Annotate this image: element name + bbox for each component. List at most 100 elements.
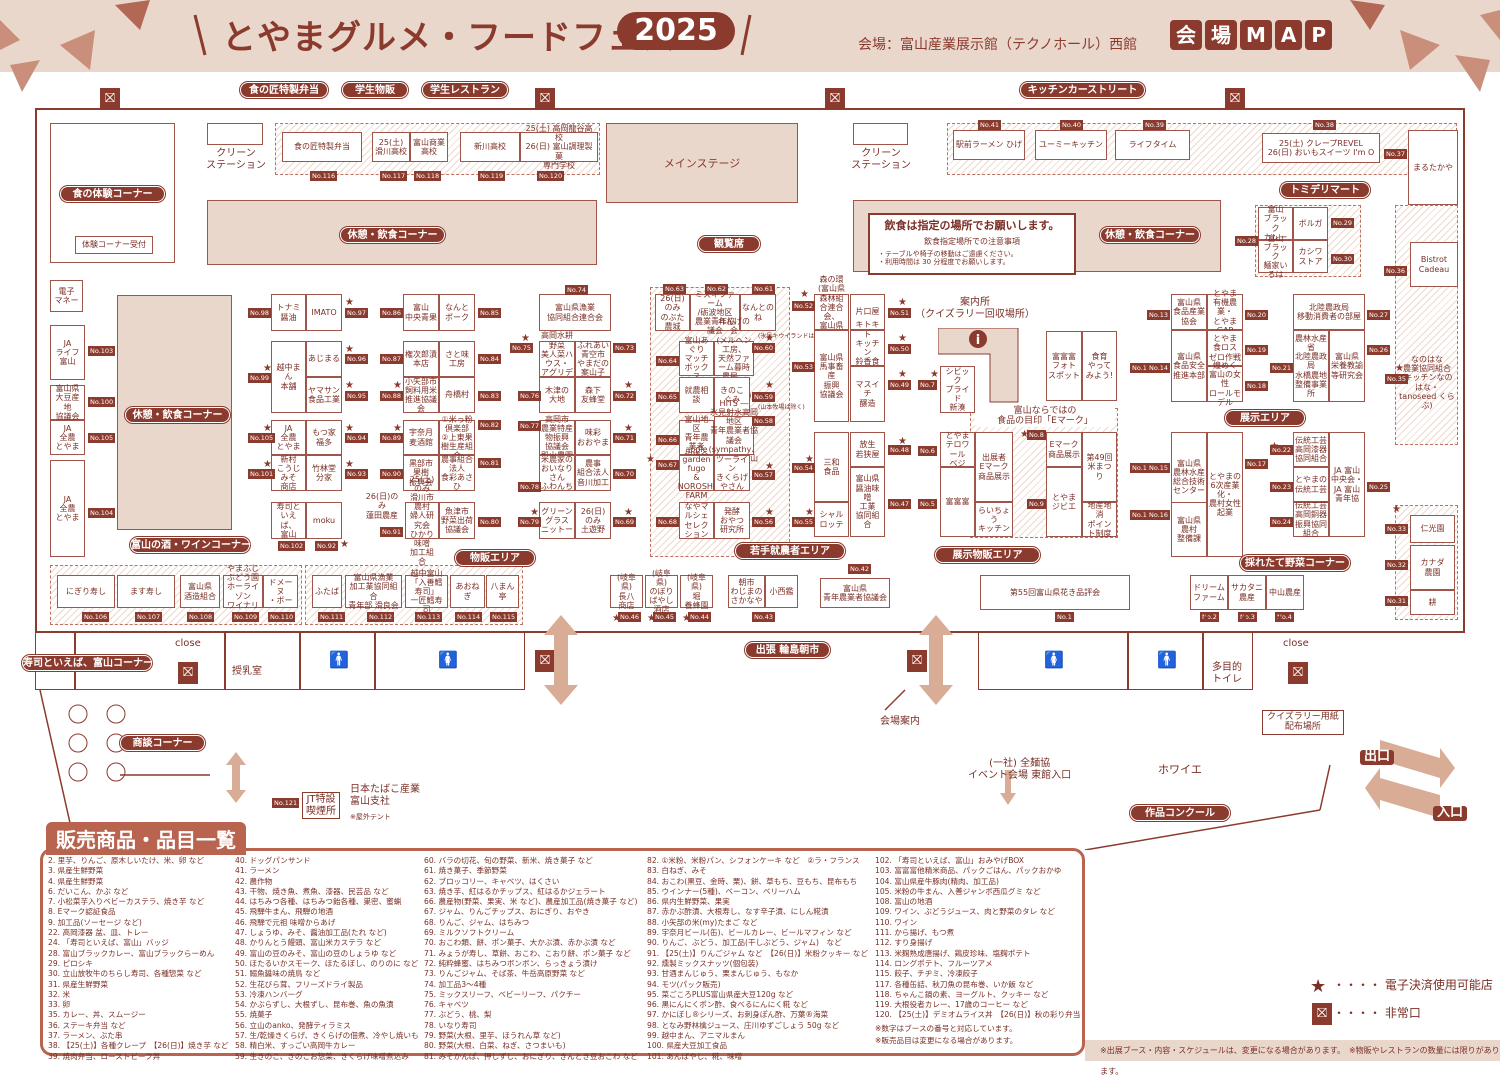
booth-37[interactable]: まるたかや — [1408, 130, 1458, 205]
booth-12a[interactable]: 富富富 フォト スポット — [1046, 331, 1082, 401]
booth-21[interactable]: 農林水産省 北陸農政局 水橋農地 整備事業所 — [1293, 330, 1329, 402]
booth-103[interactable]: JA ライフ 富山 — [50, 325, 85, 380]
booth-57[interactable]: ツーライン きくらげ やさん — [714, 454, 750, 492]
booth-105L[interactable]: JA 全農 とやま — [50, 420, 85, 455]
booth-5[interactable]: 富富富 — [940, 467, 975, 537]
booth-45[interactable]: (岐阜県) のぼり ばやし 酒店 — [645, 569, 678, 614]
booth-52[interactable]: 森の環 (富山県森林組合連合会、 富山県森林研究所) — [814, 275, 849, 349]
booth-80[interactable]: 魚津市 野菜出荷 協議会 — [439, 502, 475, 539]
booth-43a[interactable]: 朝市 わじまの さかなや — [728, 575, 765, 608]
booth-85[interactable]: なんと ポーク — [439, 294, 475, 331]
booth-4[interactable]: 中山農産 — [1266, 575, 1304, 610]
booth-7[interactable]: シビック プライド 新湊 — [940, 366, 975, 413]
booth-62[interactable]: ミズキファーム /砺波地区 農業青年協議会 — [690, 290, 740, 335]
booth-112[interactable]: 富山県漁業 加工業協同組合 青年部 滑良会 — [345, 573, 402, 610]
booth-23[interactable]: とやまの 伝統工芸 — [1293, 467, 1329, 502]
booth-24[interactable]: 伝統工芸 高岡銅器 振興協同組合 — [1293, 501, 1329, 538]
booth-41[interactable]: 駅前ラーメン ひげ — [953, 130, 1025, 160]
booth-40[interactable]: ユーミーキッチン — [1035, 130, 1107, 160]
booth-11[interactable]: 第49回 米まつり — [1082, 432, 1117, 502]
booth-87[interactable]: 権次郎漬 本店 — [403, 341, 439, 377]
booth-2[interactable]: ドリーム ファーム — [1190, 575, 1228, 610]
booth-44[interactable]: (岐阜県) 堀 養蜂園 — [680, 573, 713, 610]
booth-99[interactable]: 越中まん 本舗 — [271, 341, 306, 413]
booth-89[interactable]: 宇奈月 麦酒館 — [403, 420, 439, 455]
booth-42[interactable]: 富山県 青年農業者協議会 — [820, 578, 890, 608]
booth-36[interactable]: Bistrot Cadeau — [1410, 242, 1458, 287]
booth-63[interactable]: 26(日)のみ のぶた農城 — [655, 294, 690, 331]
booth-96[interactable]: あじまる — [306, 341, 342, 377]
booth-92[interactable]: moku — [306, 502, 342, 539]
booth-91[interactable]: 25(土)のみ 滑川市農村 婦人研究会 ひかり味噌 加工組合 — [405, 475, 439, 566]
booth-49[interactable]: マスイチ 醸造 — [850, 366, 885, 422]
booth-91a[interactable]: 26(日)のみ 蓮田農産 — [365, 492, 399, 520]
booth-17[interactable]: とやまの 6次産業化・ 農村女性起業 — [1207, 432, 1243, 557]
booth-109[interactable]: やまふじ ぶどう園 ホーライゾン ワイナリー — [223, 564, 263, 619]
booth-84[interactable]: さと味 工房 — [439, 341, 475, 377]
booth-1[interactable]: 第55回富山県花き品評会 — [980, 575, 1130, 610]
booth-48[interactable]: 放生 若狭屋 — [850, 432, 885, 467]
booth-16[interactable]: 富山県 農村 整備課 — [1171, 502, 1207, 557]
booth-117[interactable]: 25(土) 滑川高校 — [372, 132, 410, 162]
booth-46[interactable]: (岐阜県) 長八 商店 — [610, 573, 643, 610]
booth-73[interactable]: ふれあい 青空市 やまだの案山子 — [575, 340, 611, 378]
booth-94[interactable]: もつ家 福多 — [306, 420, 342, 455]
booth-118[interactable]: 富山商業 高校 — [410, 132, 448, 162]
booth-9[interactable]: とやま ジビエ — [1046, 467, 1082, 537]
booth-72[interactable]: 森下 友蜂堂 — [575, 377, 611, 413]
booth-75[interactable]: 高岡水耕野菜 美人菜ハウス・ アグリデザイン — [539, 331, 575, 386]
booth-22[interactable]: 伝統工芸 高岡漆器 協同組合 — [1293, 432, 1329, 467]
booth-110[interactable]: ドメーヌ ・ボー — [263, 575, 298, 608]
booth-20[interactable]: とやま 有機農業・ とやまGAP — [1207, 289, 1243, 335]
booth-114[interactable]: あおねぎ — [450, 575, 485, 608]
booth-65[interactable]: 就農相談 — [679, 377, 714, 413]
booth-116[interactable]: 食の匠特製弁当 — [282, 132, 362, 162]
booth-79[interactable]: グリーン グラス ニットー — [539, 502, 575, 539]
booth-8b[interactable]: らいちょう キッチン — [975, 502, 1013, 537]
booth-29[interactable]: ボルガ — [1293, 207, 1328, 240]
booth-68[interactable]: なやマルシェ セレクション — [679, 502, 714, 539]
booth-86[interactable]: 富山 中央青果 — [403, 294, 439, 331]
booth-32[interactable]: カナダ 農園 — [1410, 545, 1455, 590]
booth-106[interactable]: にぎり寿し — [57, 575, 115, 608]
booth-104[interactable]: JA 全農 とやま — [50, 460, 85, 557]
booth-64[interactable]: 富山あぐり マッチ ボックス — [679, 336, 714, 381]
booth-38[interactable]: 25(土) クレープREVEL 26(日) おいもスイーツ I'm O — [1262, 133, 1380, 163]
booth-101[interactable]: 新村 こうじみそ 商店 — [271, 455, 306, 491]
booth-120[interactable]: 25(土) 高岡龍谷高校 26(日) 富山調理製菓 専門学校 — [520, 124, 598, 170]
booth-53[interactable]: 富山県 馬事畜産 振興 協議会 — [814, 330, 849, 422]
booth-39[interactable]: ライフタイム — [1115, 130, 1190, 160]
booth-28a[interactable]: 富山 ブラック カレー — [1258, 205, 1293, 242]
booth-107[interactable]: ます寿し — [117, 575, 175, 608]
booth-56[interactable]: 発酵 おやつ 研究所 — [714, 502, 750, 539]
booth-71[interactable]: 味彩 おおやま — [575, 420, 611, 455]
booth-83[interactable]: 舟橋村 — [439, 377, 475, 413]
booth-82[interactable]: ①米っ粉倶楽部 ②上東果樹生産組合 — [439, 415, 475, 460]
booth-8a[interactable]: 出展者 Eマーク 商品展示 — [975, 432, 1013, 502]
booth-8c[interactable]: Eマーク 商品展示 — [1046, 432, 1082, 467]
booth-90[interactable]: 黒部市 果樹 振興会 — [403, 455, 439, 491]
booth-61[interactable]: なんとのね — [740, 294, 776, 331]
booth-119[interactable]: 新川高校 — [460, 132, 520, 162]
booth-115[interactable]: 八まん亭 — [486, 575, 519, 608]
booth-60[interactable]: れんげの会 (メルヘン工房、 天然ファーム暮時農民、 氷見キウイランド) — [714, 317, 754, 400]
booth-102[interactable]: 寿司と いえば、 富山 — [271, 502, 306, 539]
booth-74[interactable]: 富山県漁業 協同組合連合会 — [539, 294, 611, 331]
booth-55[interactable]: シャル ロッテ — [814, 502, 849, 537]
booth-78[interactable]: 米農家の おいなりさん ふわんち — [539, 454, 575, 492]
booth-35[interactable]: なのはな 農業協同組合 (キッチンなのはな・ tanoseed くらぶ) — [1399, 354, 1455, 410]
booth-100[interactable]: 富山県 大豆産地 協議会 — [50, 384, 85, 421]
booth-93[interactable]: 竹林堂 分家 — [306, 455, 342, 491]
booth-19[interactable]: とやま 食ロス ゼロ作戦 — [1207, 330, 1243, 366]
booth-6[interactable]: とやま テロワール ベジ — [940, 431, 975, 468]
booth-25[interactable]: JA 富山 中央会・ JA 富山 青年協 — [1329, 432, 1365, 537]
booth-47[interactable]: 富山県 醤油味噌 工業 協同組合 — [850, 467, 885, 537]
booth-113[interactable]: 越中富山 「入善鱈寿司」 一匠鱈寿司 — [405, 569, 448, 614]
booth-111[interactable]: ふたば — [312, 575, 342, 608]
booth-105[interactable]: JA 全農 とやま — [271, 420, 306, 455]
booth-54[interactable]: 三和 食品 — [814, 432, 849, 502]
booth-28b[interactable]: 富山 ブラック 麺家いろは — [1258, 234, 1293, 279]
booth-26[interactable]: 富山県 栄養教諭 等研究会 — [1329, 330, 1365, 402]
booth-43b[interactable]: 小西鑑 — [765, 575, 798, 608]
booth-money[interactable]: 電子 マネー — [50, 280, 83, 312]
